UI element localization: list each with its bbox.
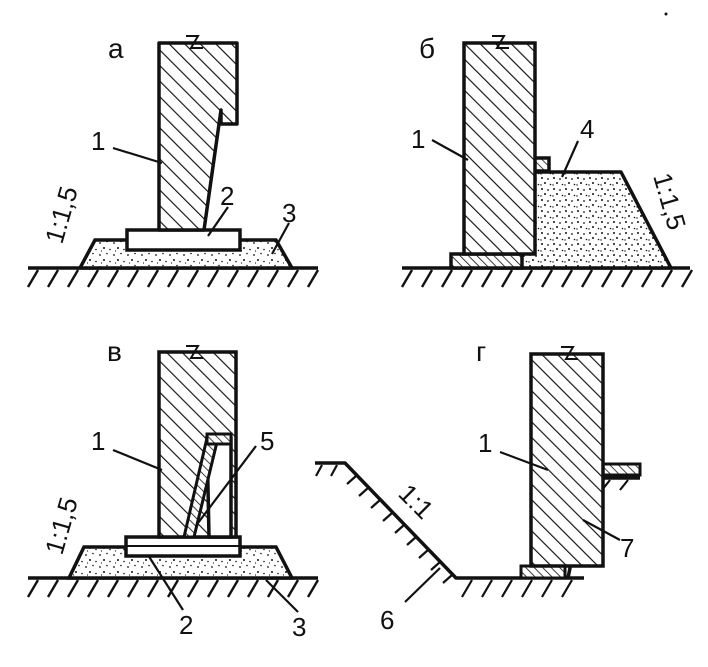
- panel-d-callout-7: 7: [620, 533, 634, 563]
- panel-b: б 1 4 1:1,5: [400, 33, 694, 288]
- panel-c-leader-1: [112, 448, 163, 472]
- panel-c-bracket-cap: [205, 432, 233, 446]
- panel-a-leader-2: [207, 206, 229, 237]
- panel-d-slope-hatch: [315, 464, 573, 598]
- panel-a-pad: [125, 228, 242, 252]
- panel-c-callout-2: 2: [179, 610, 193, 640]
- panel-d-column: [529, 352, 605, 568]
- panel-b-column: [462, 41, 537, 256]
- panel-c-callout-5: 5: [260, 426, 274, 456]
- panel-d-callout-1: 1: [478, 428, 492, 458]
- panel-b-callout-1: 1: [411, 124, 425, 154]
- panel-b-slope-label: 1:1,5: [647, 169, 692, 233]
- panel-d: г 1 7 6 1:1: [315, 336, 642, 635]
- panel-d-base-plate: [519, 564, 567, 580]
- panel-b-label: б: [419, 33, 435, 64]
- panel-a-leader-3: [271, 222, 290, 255]
- panel-a-ground-hatch: [26, 269, 320, 288]
- panel-a-label: а: [108, 33, 124, 64]
- panel-d-leader-6: [404, 567, 441, 603]
- panel-c-callout-3: 3: [292, 612, 306, 642]
- stray-dot: [664, 12, 668, 16]
- panel-a-callout-1: 1: [91, 126, 105, 156]
- panel-d-label: г: [476, 336, 486, 367]
- panel-a-column: [157, 41, 239, 232]
- panel-b-leader-4: [560, 140, 580, 178]
- panel-b-break-mark: [492, 35, 509, 49]
- panel-b-ground-hatch: [400, 269, 694, 288]
- panel-c-leader-5: [197, 445, 257, 524]
- panel-d-leader-7: [582, 519, 621, 541]
- panel-c-slope-label: 1:1,5: [39, 494, 84, 558]
- panel-c-leader-2: [147, 554, 184, 611]
- panel-d-break-mark: [561, 346, 578, 360]
- panel-a-leader-1: [112, 146, 163, 165]
- panel-b-leader-1: [431, 139, 469, 161]
- panel-b-callout-4: 4: [580, 114, 594, 144]
- panel-c-label: в: [107, 336, 122, 367]
- panel-a-break-mark: [186, 35, 203, 49]
- panel-d-leader-1: [499, 450, 549, 472]
- panel-a-callout-3: 3: [282, 198, 296, 228]
- panel-c-ground-hatch: [26, 579, 320, 598]
- panel-c-break-mark: [186, 345, 203, 359]
- panel-a-callout-2: 2: [220, 181, 234, 211]
- panel-c-leader-3: [265, 579, 299, 613]
- panel-a-slope-label: 1:1,5: [39, 183, 84, 247]
- panel-c-callout-1: 1: [91, 426, 105, 456]
- panel-b-base-plate: [449, 252, 524, 270]
- panel-c: в 1 5 2 3 1:1,5: [26, 336, 320, 642]
- panel-d-callout-6: 6: [380, 605, 394, 635]
- panel-a: а 1 2 3 1:1,5: [26, 33, 320, 288]
